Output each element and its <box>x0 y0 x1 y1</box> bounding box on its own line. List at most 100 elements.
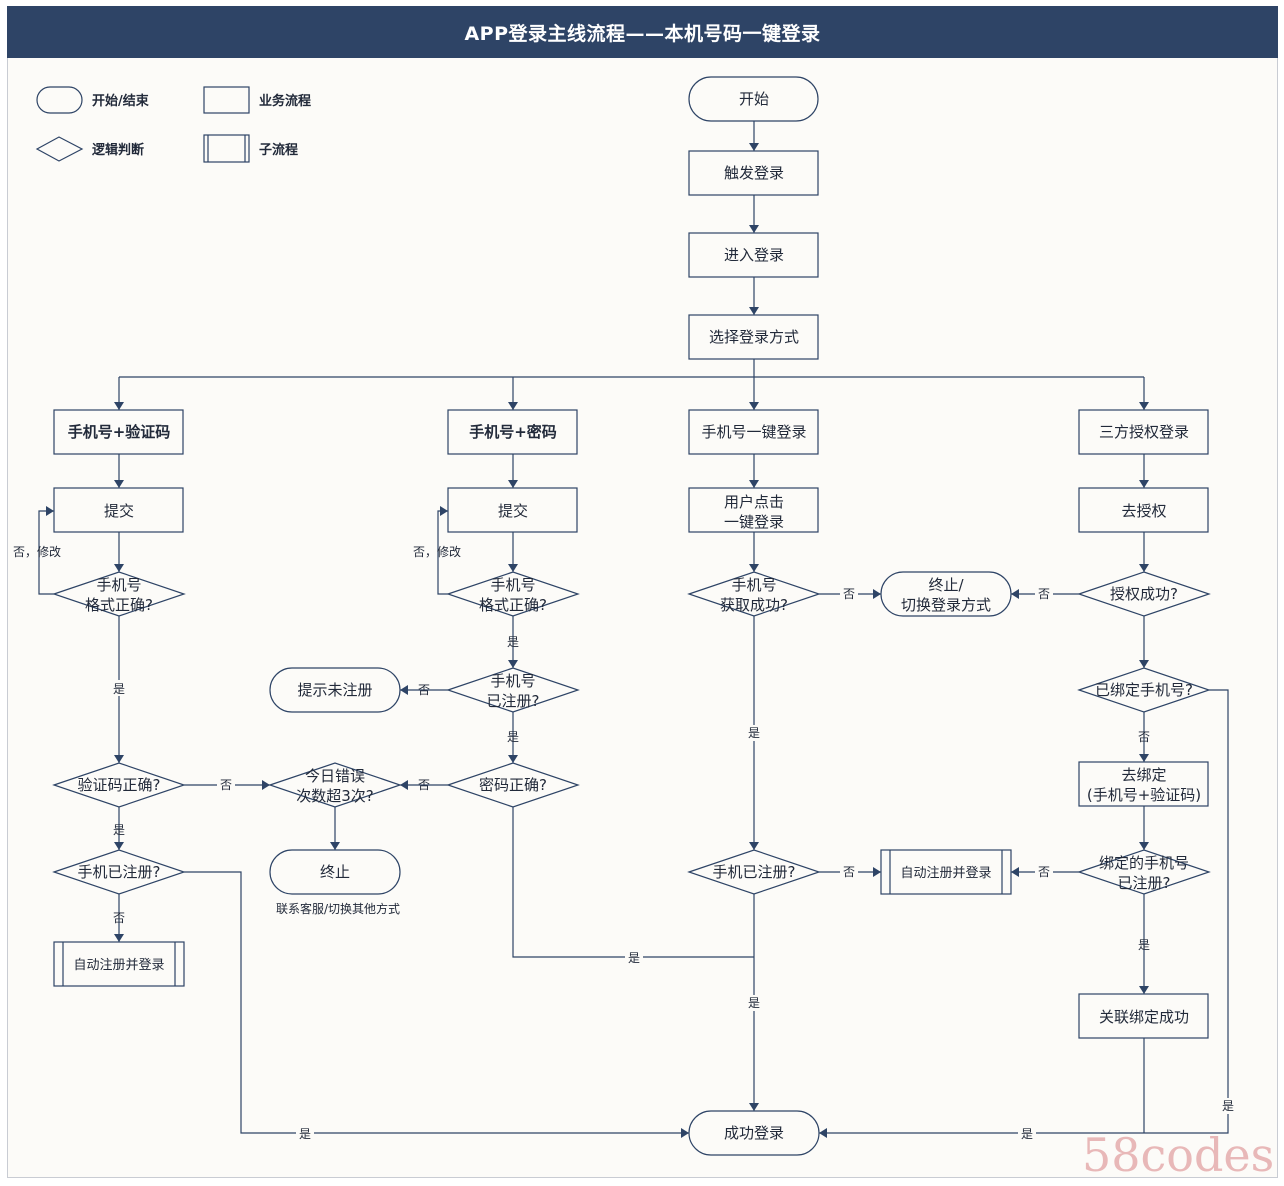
bind-phone-box <box>1078 761 1209 807</box>
sms-format-line1: 手机号 <box>96 576 141 594</box>
code-correct-label: 验证码正确? <box>78 776 161 794</box>
legend-subprocess-shape <box>203 134 250 163</box>
choose-method-label: 选择登录方式 <box>709 328 799 346</box>
bound-phone-label: 已绑定手机号? <box>1095 681 1193 699</box>
choose-method-box <box>688 314 819 360</box>
auth-box <box>1078 487 1209 533</box>
onekey-click-box <box>688 487 819 533</box>
edge-label-sms-reg-no: 否 <box>113 911 125 925</box>
edge-label-pwd-no-modify: 否，修改 <box>413 544 461 559</box>
edge-label-pwd-correct-yes: 是 <box>628 951 640 965</box>
auth-success-decision <box>1077 571 1211 617</box>
arrowheads <box>46 143 1149 1138</box>
stop-label: 终止 <box>320 863 350 881</box>
onekey-click-line2: 一键登录 <box>724 513 784 531</box>
auto-register-mid-label: 自动注册并登录 <box>900 866 991 881</box>
pwd-format-line2: 格式正确? <box>479 596 547 614</box>
sms-registered-label: 手机已注册? <box>78 863 161 881</box>
legend-terminal-shape <box>36 86 83 114</box>
enter-login-box <box>688 232 819 278</box>
legend-subprocess-label: 子流程 <box>259 142 298 158</box>
legend-process-label: 业务流程 <box>259 93 311 109</box>
legend-terminal-label: 开始/结束 <box>92 93 150 109</box>
error-limit-line2: 次数超3次? <box>296 787 374 805</box>
edge-label-onekey-reg-no: 否 <box>843 865 855 879</box>
stop-note: 联系客服/切换其他方式 <box>276 901 400 916</box>
got-phone-line2: 获取成功? <box>720 596 788 614</box>
terminate-switch-terminal <box>880 571 1012 617</box>
pwd-submit-label: 提交 <box>498 502 528 520</box>
pwd-registered-line2: 已注册? <box>487 692 540 710</box>
hint-unregistered-label: 提示未注册 <box>297 681 372 699</box>
onekey-method-label: 手机号一键登录 <box>701 423 806 441</box>
pwd-format-line1: 手机号 <box>490 576 535 594</box>
edge-label-got-phone-yes: 是 <box>748 726 760 740</box>
pwd-method-box <box>447 409 578 455</box>
edge-label-bound-no: 否 <box>1138 730 1150 744</box>
third-party-method-box <box>1078 409 1209 455</box>
auth-label: 去授权 <box>1121 502 1166 520</box>
got-phone-line1: 手机号 <box>731 576 776 594</box>
sms-registered-decision <box>52 849 186 895</box>
nodes: 开始 触发登录 进入登录 选择登录方式 手机号+验证码 手机号+密码 手机号一键… <box>52 76 1211 1156</box>
stop-terminal <box>269 849 401 895</box>
legend: 开始/结束 业务流程 逻辑判断 子流程 <box>35 86 311 163</box>
pwd-submit-box <box>447 487 578 533</box>
error-limit-line1: 今日错误 <box>305 767 365 785</box>
edge-label-code-no: 否 <box>220 778 232 792</box>
sms-method-label: 手机号+验证码 <box>68 423 171 441</box>
legend-process-shape <box>203 86 250 114</box>
edge-labels: 否，修改 否，修改 是 是 否 否 是 是 是 否 否 是 否 是 否 是 否 … <box>13 544 1238 1141</box>
sms-format-line2: 格式正确? <box>85 596 153 614</box>
edge-label-pwd-correct-no: 否 <box>418 778 430 792</box>
onekey-method-box <box>688 409 819 455</box>
trigger-login-label: 触发登录 <box>724 164 784 182</box>
link-success-label: 关联绑定成功 <box>1099 1008 1189 1026</box>
title-bar: APP登录主线流程——本机号码一键登录 <box>7 6 1278 58</box>
success-terminal <box>688 1110 820 1156</box>
edge-label-pwd-format-yes: 是 <box>507 635 519 649</box>
terminate-switch-line2: 切换登录方式 <box>901 596 991 614</box>
link-success-box <box>1078 993 1209 1039</box>
auth-success-label: 授权成功? <box>1110 585 1178 603</box>
sms-format-decision <box>52 571 186 617</box>
onekey-registered-decision <box>687 849 821 895</box>
pwd-method-label: 手机号+密码 <box>469 423 557 441</box>
success-label: 成功登录 <box>724 1124 784 1142</box>
terminate-switch-line1: 终止/ <box>928 576 964 594</box>
bound-registered-line2: 已注册? <box>1118 874 1171 892</box>
sms-method-box <box>53 409 184 455</box>
edge-label-bound-reg-no: 否 <box>1038 865 1050 879</box>
page-title: APP登录主线流程——本机号码一键登录 <box>464 22 821 45</box>
auto-register-left-label: 自动注册并登录 <box>73 958 164 973</box>
code-correct-decision <box>52 762 186 808</box>
edge-label-pwd-reg-no: 否 <box>418 683 430 697</box>
watermark: 58codes <box>1082 1128 1274 1182</box>
pwd-registered-decision <box>446 667 580 713</box>
edge-label-auth-no: 否 <box>1038 587 1050 601</box>
edges <box>38 121 1229 1134</box>
edge-label-sms-reg-yes: 是 <box>299 1127 311 1141</box>
edge-label-sms-format-yes: 是 <box>113 682 125 696</box>
start-terminal <box>688 76 819 122</box>
start-label: 开始 <box>739 90 769 108</box>
enter-login-label: 进入登录 <box>724 246 784 264</box>
error-limit-decision <box>268 762 402 808</box>
hint-unregistered-terminal <box>269 667 401 713</box>
legend-decision-label: 逻辑判断 <box>92 142 144 158</box>
edge-label-bound-yes: 是 <box>1222 1099 1234 1113</box>
onekey-registered-label: 手机已注册? <box>713 863 796 881</box>
third-party-method-label: 三方授权登录 <box>1099 423 1189 441</box>
auto-register-left-subprocess <box>53 941 185 987</box>
edge-label-got-phone-no: 否 <box>843 587 855 601</box>
onekey-click-line1: 用户点击 <box>724 493 784 511</box>
sms-submit-box <box>53 487 184 533</box>
bound-registered-decision <box>1077 849 1211 895</box>
edge-label-onekey-reg-yes: 是 <box>748 996 760 1010</box>
sms-submit-label: 提交 <box>104 502 134 520</box>
bound-phone-decision <box>1077 667 1211 713</box>
pwd-registered-line1: 手机号 <box>490 672 535 690</box>
pwd-correct-label: 密码正确? <box>479 776 547 794</box>
pwd-format-decision <box>446 571 580 617</box>
